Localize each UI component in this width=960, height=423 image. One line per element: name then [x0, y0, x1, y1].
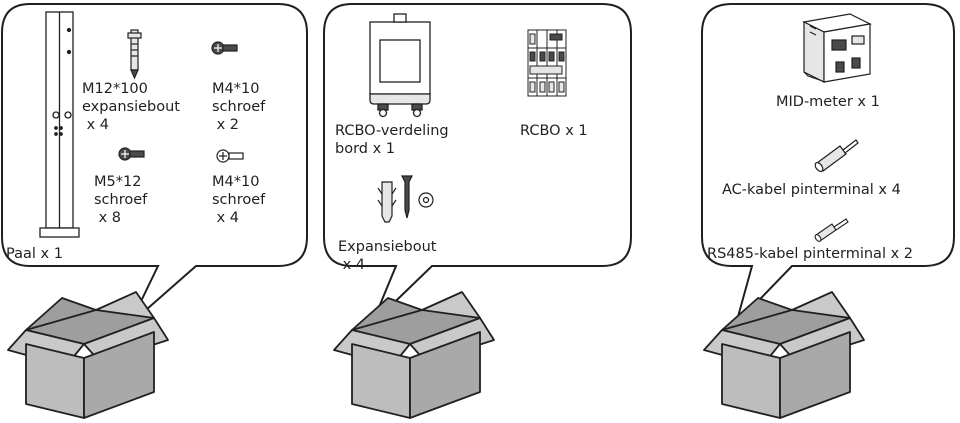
rcbo-icon	[527, 29, 567, 97]
anchor-icon	[377, 175, 434, 223]
label-m4-screw-1: M4*10 schroef x 2	[212, 81, 266, 133]
screw-icon-2	[118, 147, 145, 161]
label-ac-pin: AC-kabel pinterminal x 4	[722, 182, 901, 198]
label-anchor: Expansiebout x 4	[338, 239, 437, 273]
label-rcbo-board: RCBO-verdeling bord x 1	[335, 123, 449, 157]
label-rcbo: RCBO x 1	[520, 123, 588, 139]
label-m5-screw: M5*12 schroef x 8	[94, 174, 148, 226]
label-pole: Paal x 1	[6, 246, 63, 262]
box-3	[703, 291, 865, 419]
label-m12-bolt: M12*100 expansiebout x 4	[82, 81, 180, 133]
label-rs485-pin: RS485-kabel pinterminal x 2	[707, 246, 913, 262]
label-m4-screw-2: M4*10 schroef x 4	[212, 174, 266, 226]
pin-terminal-icon-1	[814, 139, 859, 173]
box-2	[333, 291, 495, 419]
pin-terminal-icon-2	[814, 218, 849, 242]
box-1	[7, 291, 169, 419]
mid-meter-icon	[802, 13, 872, 83]
rcbo-board-icon	[369, 13, 431, 118]
expansion-bolt-icon	[127, 29, 142, 80]
screw-flat-icon	[216, 149, 244, 163]
label-mid-meter: MID-meter x 1	[776, 94, 880, 110]
panel-1-bubble	[0, 3, 308, 325]
pole-icon	[39, 11, 80, 238]
screw-icon-1	[211, 41, 238, 55]
